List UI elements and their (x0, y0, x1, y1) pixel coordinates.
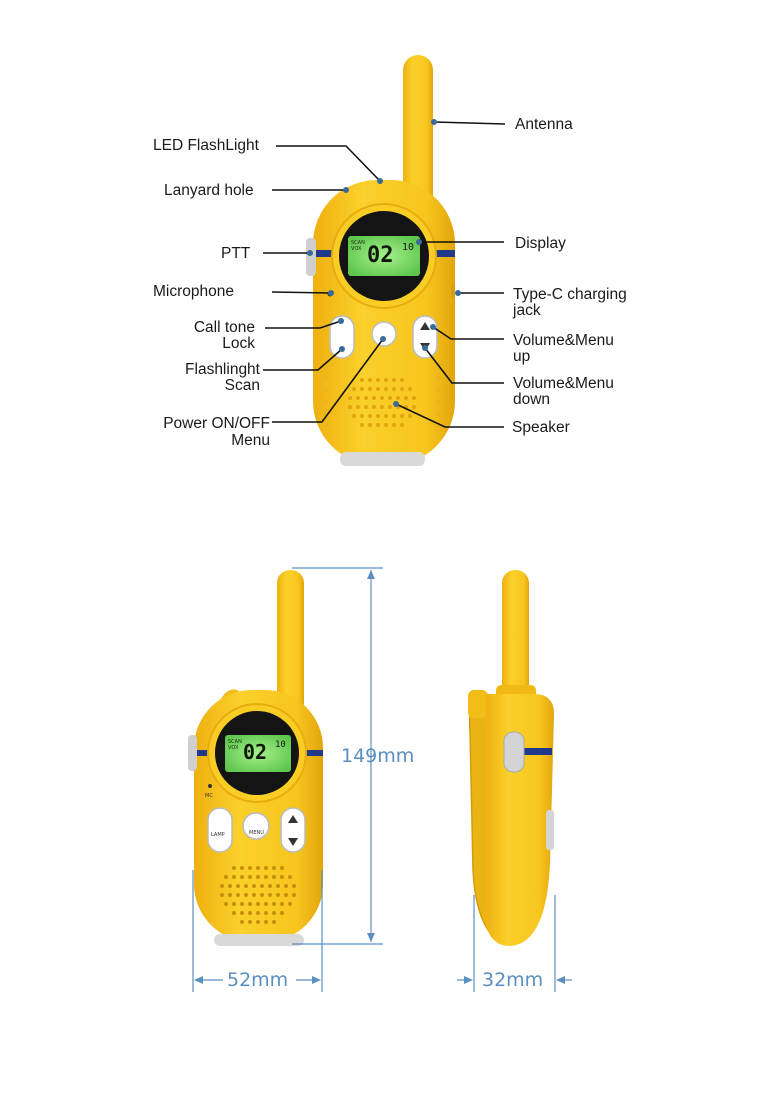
mic-hole-2 (208, 784, 212, 788)
label-call-tone-line1: Call tone (193, 319, 255, 336)
type-c-port (451, 284, 455, 298)
base-foot-2 (214, 934, 304, 946)
antenna-shape-2 (277, 570, 304, 720)
leader-dots (307, 119, 461, 407)
ptt-button-2 (188, 735, 197, 771)
lcd-vox-text: VOX (351, 246, 362, 252)
lamp-text: LAMP (211, 832, 225, 838)
label-led-flashlight: LED FlashLight (153, 137, 259, 154)
front-device-top: SCAN VOX 02 10 (306, 55, 455, 466)
label-type-c-line2: jack (513, 302, 541, 319)
down-arrow-icon-2 (288, 838, 298, 846)
ptt-button (306, 238, 316, 276)
up-arrow-icon-2 (288, 815, 298, 823)
antenna-shape (403, 55, 433, 215)
side-stripe-left (313, 250, 337, 257)
stripe-left-2 (194, 750, 210, 756)
lcd-sub-text: 10 (402, 242, 414, 253)
label-flashlight-line1: Flashlinght (185, 361, 260, 378)
width-arrow-right-icon (312, 976, 321, 984)
power-leader (272, 338, 384, 423)
volume-up-leader (432, 326, 504, 340)
dimension-depth-label: 32mm (482, 969, 544, 991)
label-volume-down-line1: Volume&Menu (513, 375, 614, 392)
antenna-shape-3 (502, 570, 529, 700)
label-display: Display (515, 235, 566, 252)
dimension-height-label: 149mm (341, 745, 415, 767)
label-microphone: Microphone (153, 283, 234, 300)
label-speaker: Speaker (512, 419, 570, 436)
power-button-2 (242, 812, 270, 840)
leader-lines (263, 121, 506, 428)
side-stripe (510, 748, 552, 755)
label-ptt: PTT (221, 245, 251, 262)
lcd-channel-text: 02 (367, 243, 394, 268)
side-stripe-right (432, 250, 455, 257)
height-arrow-down-icon (367, 933, 375, 942)
label-type-c-line1: Type-C charging (513, 286, 627, 303)
menu-text: MENU (249, 830, 264, 836)
lcd-screen-2 (225, 735, 291, 772)
height-arrow-up-icon (367, 570, 375, 579)
side-device (468, 570, 554, 946)
volume-down-leader (424, 347, 504, 384)
label-power-line1: Power ON/OFF (163, 415, 270, 432)
side-ptt-button (503, 731, 525, 773)
call-tone-leader (265, 320, 342, 329)
microphone-leader (271, 291, 332, 294)
speaker-grill (348, 378, 416, 427)
side-port-cover (546, 810, 554, 850)
clip-top (468, 690, 488, 718)
side-body (484, 694, 554, 946)
speaker-grill-2 (220, 866, 296, 924)
speaker-leader (395, 403, 504, 428)
lcd-vox-text-2: VOX (228, 745, 239, 751)
mc-text: MC (205, 793, 213, 799)
label-volume-down-line2: down (513, 391, 551, 408)
right-keypad-2 (280, 807, 306, 853)
left-keypad (329, 315, 355, 359)
label-lanyard-hole: Lanyard hole (164, 182, 254, 199)
lcd-scan-text-2: SCAN (228, 739, 242, 745)
label-antenna: Antenna (515, 116, 573, 133)
lcd-sub-text-2: 10 (275, 740, 286, 750)
lcd-channel-text-2: 02 (243, 740, 267, 764)
label-volume-up-line2: up (513, 348, 531, 365)
label-call-tone-line2: Lock (222, 335, 255, 352)
led-leader (276, 145, 381, 182)
base-foot (340, 452, 425, 466)
label-flashlight-line2: Scan (224, 377, 260, 394)
left-keypad-2 (207, 807, 233, 853)
width-arrow-left-icon (194, 976, 203, 984)
stripe-right-2 (305, 750, 323, 756)
antenna-leader (433, 121, 506, 125)
label-volume-up-line1: Volume&Menu (513, 332, 614, 349)
lcd-screen (348, 236, 420, 276)
up-arrow-icon (420, 322, 430, 330)
depth-arrow-in-left-icon (464, 976, 473, 984)
depth-arrow-in-right-icon (556, 976, 565, 984)
label-power-line2: Menu (231, 432, 270, 449)
lcd-scan-text: SCAN (351, 240, 365, 246)
front-device-bottom: SCAN VOX 02 10 MC LAMP MENU (188, 570, 323, 946)
power-button (371, 321, 397, 347)
dimension-width-label: 52mm (227, 969, 289, 991)
flashlight-leader (263, 348, 343, 371)
dimension-arrows (194, 570, 565, 984)
